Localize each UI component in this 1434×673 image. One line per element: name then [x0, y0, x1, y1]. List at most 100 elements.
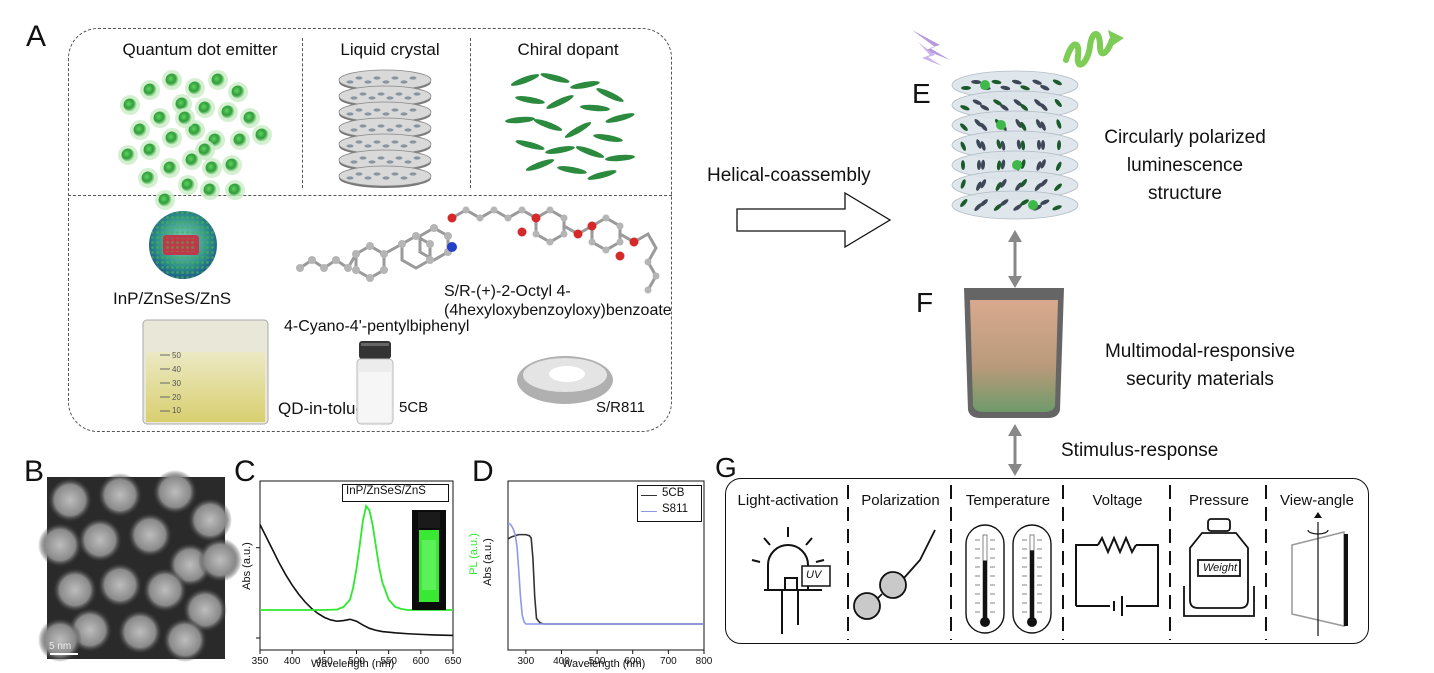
qd-dot-core: [165, 73, 179, 87]
panel-a-divider-h: [68, 195, 672, 196]
lc-molecule: [400, 80, 408, 84]
chart-d-legend-s811: S811: [662, 503, 689, 515]
qd-dot-core: [143, 143, 157, 157]
dopant-rod: [596, 88, 624, 102]
helix-molecule: [980, 199, 988, 207]
lc-molecule: [382, 112, 390, 116]
helix-molecule: [1000, 85, 1011, 91]
chart-d-legend-line-s811: [641, 511, 657, 512]
cpl-text-line3: structure: [1148, 183, 1222, 204]
lc-molecule: [364, 112, 372, 116]
lc-molecule: [382, 176, 390, 180]
helix-molecule: [1056, 140, 1062, 151]
tem-nanoparticle: [53, 568, 97, 612]
beaker-mark-3: 30: [172, 379, 181, 388]
lc-molecule: [395, 92, 403, 96]
chart-d-xtick-label: 400: [553, 656, 570, 667]
helix-qd: [980, 80, 990, 90]
chart-c-xtick-label: 400: [284, 656, 301, 667]
helix-molecule: [974, 203, 982, 211]
lc-molecule: [413, 156, 421, 160]
lc-molecule: [364, 80, 372, 84]
lc-molecule: [391, 76, 399, 80]
helix-molecule: [960, 105, 970, 111]
lc-molecule: [409, 108, 417, 112]
lc-molecule: [409, 76, 417, 80]
helix-molecule: [960, 179, 966, 189]
chart-d-xtick-label: 800: [696, 656, 713, 667]
tem-nanoparticle: [143, 568, 187, 612]
lc-molecule: [400, 144, 408, 148]
panel-d-letter: D: [472, 455, 494, 488]
helix-molecule: [1036, 161, 1042, 171]
chart-c-xtick-label: 600: [412, 656, 429, 667]
security-text-line2: security materials: [1126, 369, 1274, 390]
chart-c-xtick-label: 350: [252, 656, 269, 667]
lc-molecule: [368, 128, 376, 132]
stimulus-temperature: Temperature: [965, 492, 1051, 509]
chart-c-xtick-label: 500: [348, 656, 365, 667]
lc-molecule: [350, 96, 358, 100]
chart-d-line-s811: [508, 522, 704, 625]
chart-c-abs-line: [259, 524, 454, 637]
lc-molecule: [373, 172, 381, 176]
tem-nanoparticle: [188, 498, 232, 542]
chart-d-ylabel: Abs (a.u.): [482, 538, 494, 586]
panel-a-frame: [68, 28, 672, 432]
chart-c-legend-text: InP/ZnSeS/ZnS: [346, 485, 426, 497]
qd-dot-core: [163, 161, 177, 175]
helix-molecule: [996, 139, 1002, 150]
dopant-rod: [580, 104, 610, 112]
qd-dot-core: [178, 111, 192, 125]
weight-label: Weight: [1203, 562, 1238, 574]
chart-d-legend-5cb: 5CB: [662, 487, 685, 499]
lc-molecule: [373, 76, 381, 80]
panel-a-divider-v1: [302, 38, 303, 188]
helix-molecule: [1020, 140, 1026, 151]
qd-dot-core: [203, 183, 217, 197]
helix-molecule: [996, 160, 1002, 171]
qd-dot-core: [255, 128, 269, 142]
helix-molecule: [1055, 161, 1062, 171]
helix-qd: [1028, 200, 1038, 210]
lc-molecule: [377, 124, 385, 128]
tem-nanoparticle: [128, 513, 172, 557]
helix-molecule: [1016, 139, 1022, 150]
panel-c-letter: C: [234, 455, 256, 488]
security-text-line1: Multimodal-responsive: [1104, 341, 1296, 362]
beaker-mark-5: 10: [172, 406, 181, 415]
helix-molecule: [1036, 139, 1042, 150]
lc-molecule: [386, 96, 394, 100]
stimulus-pressure: Pressure: [1188, 492, 1250, 509]
chart-c-pl-line: [260, 503, 453, 611]
lc-molecule: [391, 172, 399, 176]
5cb-sample-label: 5CB: [399, 399, 429, 416]
tem-nanoparticle: [48, 478, 92, 522]
helix-molecule: [993, 99, 1002, 106]
lc-molecule: [395, 124, 403, 128]
lc-molecule: [350, 160, 358, 164]
chart-d-xtick-label: 600: [624, 656, 641, 667]
helix-molecule: [980, 179, 987, 189]
helix-molecule: [1020, 199, 1029, 206]
helix-molecule: [1040, 103, 1048, 111]
lc-molecule: [355, 140, 363, 144]
lc-molecule: [386, 128, 394, 132]
helix-molecule: [1040, 159, 1046, 169]
lc-molecule: [355, 76, 363, 80]
dopant-rod: [546, 95, 574, 109]
cpl-text-line1: Circularly polarized: [1104, 127, 1266, 148]
panel-e-letter: E: [912, 78, 931, 109]
helix-molecule: [1040, 179, 1048, 187]
helix-molecule: [1020, 85, 1030, 91]
chart-c-xtick-label: 450: [316, 656, 333, 667]
thermometer-mercury: [1030, 550, 1034, 620]
component-label-lc: Liquid crystal: [340, 40, 440, 59]
